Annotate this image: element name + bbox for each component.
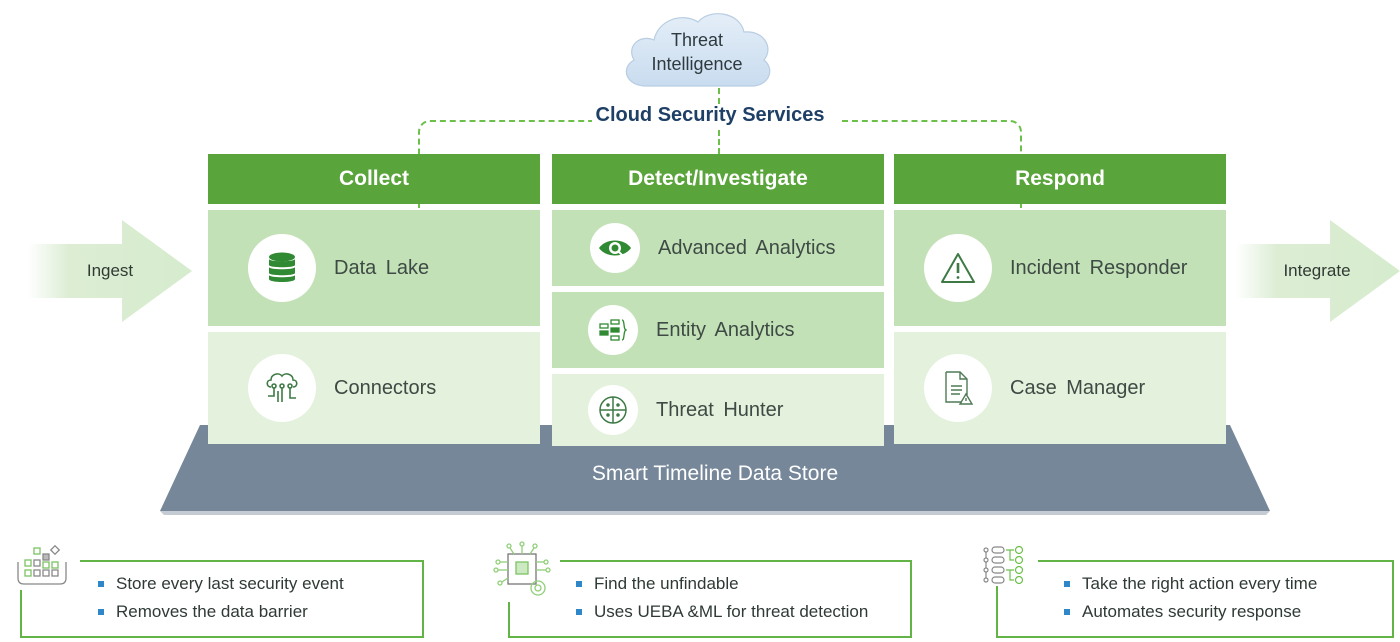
- incident-responder-label: Incident Responder: [1010, 256, 1188, 279]
- integrate-arrow: [1236, 220, 1400, 322]
- warning-triangle-icon: [924, 234, 992, 302]
- benefit-bullet: Uses UEBA &ML for threat detection: [576, 598, 868, 626]
- tile-incident-responder[interactable]: Incident Responder: [894, 210, 1226, 326]
- benefit-bullet: Take the right action every time: [1064, 570, 1317, 598]
- connectors-label: Connectors: [334, 376, 437, 399]
- platform-base: [160, 425, 1270, 515]
- bullet-icon: [576, 581, 582, 587]
- benefit-bullet: Removes the data barrier: [98, 598, 344, 626]
- column-collect: Collect Data Lake Connectors: [208, 154, 540, 444]
- advanced-analytics-label: Advanced Analytics: [658, 236, 836, 259]
- benefit-bullets-respond: Take the right action every time Automat…: [1064, 570, 1317, 626]
- crosshair-icon: [588, 385, 638, 435]
- entity-blocks-icon: [588, 305, 638, 355]
- connector-line: [1020, 200, 1022, 208]
- column-respond: Respond Incident Responder Case Manager: [894, 154, 1226, 444]
- tile-entity-analytics[interactable]: Entity Analytics: [552, 292, 884, 368]
- smart-timeline-data-store-label: Smart Timeline Data Store: [591, 462, 839, 485]
- bullet-icon: [98, 609, 104, 615]
- cloud-icon: [625, 13, 771, 87]
- connector-line: [418, 200, 420, 208]
- data-blocks-icon: [14, 544, 70, 590]
- respond-header: Respond: [894, 154, 1226, 204]
- cloud-line-2: Intelligence: [651, 54, 743, 74]
- detect-investigate-header: Detect/Investigate: [552, 154, 884, 204]
- benefit-bullet: Automates security response: [1064, 598, 1317, 626]
- cloud-line-1: Threat: [670, 30, 724, 50]
- tile-advanced-analytics[interactable]: Advanced Analytics: [552, 210, 884, 286]
- benefit-bullets-collect: Store every last security event Removes …: [98, 570, 344, 626]
- benefit-bullets-detect: Find the unfindable Uses UEBA &ML for th…: [576, 570, 868, 626]
- eye-search-icon: [590, 223, 640, 273]
- benefit-bullet: Store every last security event: [98, 570, 344, 598]
- connector-line: [718, 88, 720, 104]
- benefit-box-detect: Find the unfindable Uses UEBA &ML for th…: [508, 560, 912, 638]
- threat-intelligence-label: Threat Intelligence: [618, 28, 776, 76]
- bullet-icon: [1064, 609, 1070, 615]
- connector-line: [418, 120, 592, 158]
- tile-data-lake[interactable]: Data Lake: [208, 210, 540, 326]
- connector-line: [718, 130, 720, 154]
- connector-line: [842, 120, 1022, 158]
- column-detect-investigate: Detect/Investigate Advanced Analytics En…: [552, 154, 884, 446]
- bullet-icon: [1064, 581, 1070, 587]
- cloud-security-services-title: Cloud Security Services: [595, 104, 825, 126]
- bullet-icon: [576, 609, 582, 615]
- ingest-label: Ingest: [86, 261, 134, 280]
- tile-connectors[interactable]: Connectors: [208, 332, 540, 444]
- document-alert-icon: [924, 354, 992, 422]
- data-lake-label: Data Lake: [334, 256, 430, 279]
- collect-header: Collect: [208, 154, 540, 204]
- tile-threat-hunter[interactable]: Threat Hunter: [552, 374, 884, 446]
- case-manager-label: Case Manager: [1010, 376, 1146, 399]
- chip-gear-icon: [492, 540, 556, 602]
- ingest-arrow: [28, 220, 192, 322]
- bullet-icon: [98, 581, 104, 587]
- benefit-box-respond: Take the right action every time Automat…: [996, 560, 1394, 638]
- tile-case-manager[interactable]: Case Manager: [894, 332, 1226, 444]
- benefit-bullet: Find the unfindable: [576, 570, 868, 598]
- database-icon: [248, 234, 316, 302]
- cloud-connectors-icon: [248, 354, 316, 422]
- integrate-label: Integrate: [1283, 261, 1351, 280]
- workflow-icon: [982, 546, 1038, 586]
- benefit-box-collect: Store every last security event Removes …: [20, 560, 424, 638]
- threat-hunter-label: Threat Hunter: [656, 398, 784, 421]
- entity-analytics-label: Entity Analytics: [656, 318, 795, 341]
